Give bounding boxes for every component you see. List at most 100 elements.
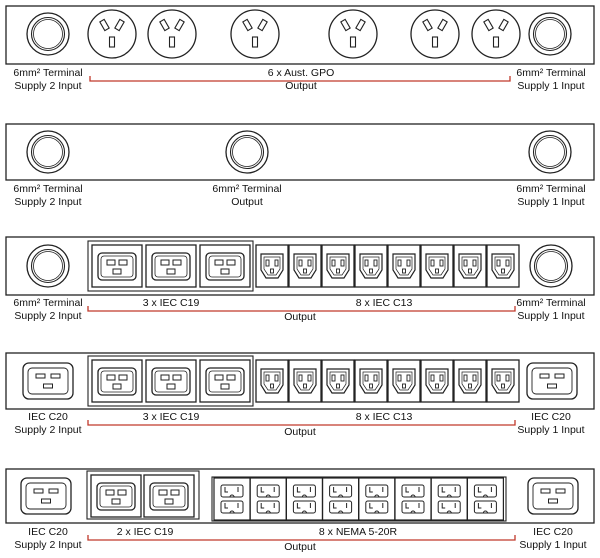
pdu-body <box>5 352 595 410</box>
c19-group-label: 2 x IEC C19 <box>116 526 174 538</box>
right-input-name: Supply 1 Input <box>517 310 585 322</box>
aust-gpo-socket-icon <box>410 9 460 59</box>
right-input-name: Supply 1 Input <box>517 196 585 208</box>
nema-5-20r-socket-icon <box>394 477 432 521</box>
iec-c13-socket-icon <box>321 359 355 403</box>
right-input-type: IEC C20 <box>531 411 571 423</box>
right-input-name: Supply 1 Input <box>517 424 585 436</box>
terminal-icon <box>26 12 70 56</box>
output-bracket <box>87 420 516 426</box>
right-input-label: IEC C20 Supply 1 Input <box>519 526 586 552</box>
pdu-body <box>5 468 595 524</box>
aust-gpo-socket-icon <box>471 9 521 59</box>
right-input-name: Supply 1 Input <box>517 80 585 92</box>
left-input-name: Supply 2 Input <box>14 196 82 208</box>
c19-group-label: 3 x IEC C19 <box>142 297 200 309</box>
right-input-label: 6mm² Terminal Supply 1 Input <box>516 297 585 323</box>
left-input-label: 6mm² Terminal Supply 2 Input <box>13 297 82 323</box>
nema-5-20r-socket-icon <box>358 477 396 521</box>
iec-c13-socket-icon <box>387 244 421 288</box>
output-label: Output <box>284 426 316 438</box>
terminal-icon <box>529 244 573 288</box>
c19-group-label: 3 x IEC C19 <box>142 411 200 423</box>
aust-gpo-socket-icon <box>328 9 378 59</box>
center-output-label: 6mm² Terminal Output <box>212 183 281 209</box>
output-bracket <box>87 535 516 541</box>
iec-c19-socket-icon <box>90 474 142 518</box>
right-input-type: 6mm² Terminal <box>516 297 586 309</box>
iec-c13-socket-icon <box>420 244 454 288</box>
iec-c13-socket-icon <box>387 359 421 403</box>
pdu-body <box>5 123 595 181</box>
iec-c19-socket-icon <box>199 244 251 288</box>
left-input-label: 6mm² Terminal Supply 2 Input <box>13 67 82 93</box>
right-input-name: Supply 1 Input <box>519 539 587 551</box>
output-label: Output <box>284 311 316 323</box>
c19-bank-frame <box>87 240 254 292</box>
iec-c20-inlet-icon <box>20 477 72 515</box>
left-input-label: 6mm² Terminal Supply 2 Input <box>13 183 82 209</box>
terminal-icon <box>528 130 572 174</box>
terminal-icon <box>528 12 572 56</box>
right-input-label: 6mm² Terminal Supply 1 Input <box>516 67 585 93</box>
c13-group-label: 8 x IEC C13 <box>355 297 413 309</box>
right-input-type: 6mm² Terminal <box>516 67 586 79</box>
nema-5-20r-socket-icon <box>249 477 287 521</box>
iec-c19-socket-icon <box>145 359 197 403</box>
left-input-label: IEC C20 Supply 2 Input <box>14 411 81 437</box>
output-bracket <box>89 76 511 82</box>
nema-5-20r-socket-icon <box>430 477 468 521</box>
iec-c13-socket-icon <box>486 359 520 403</box>
left-input-name: Supply 2 Input <box>14 539 82 551</box>
left-input-type: 6mm² Terminal <box>13 67 83 79</box>
aust-gpo-socket-icon <box>87 9 137 59</box>
iec-c13-socket-icon <box>354 244 388 288</box>
output-bracket <box>87 306 516 312</box>
iec-c13-socket-icon <box>453 244 487 288</box>
iec-c13-socket-icon <box>288 359 322 403</box>
left-input-name: Supply 2 Input <box>14 424 82 436</box>
left-input-name: Supply 2 Input <box>14 310 82 322</box>
output-group-label: 6 x Aust. GPO Output <box>268 67 335 93</box>
terminal-icon <box>26 244 70 288</box>
nema-5-20r-socket-icon <box>466 477 504 521</box>
iec-c13-socket-icon <box>255 359 289 403</box>
left-input-label: IEC C20 Supply 2 Input <box>14 526 81 552</box>
iec-c19-socket-icon <box>145 244 197 288</box>
left-input-type: 6mm² Terminal <box>13 183 83 195</box>
terminal-icon <box>225 130 269 174</box>
iec-c13-socket-icon <box>321 244 355 288</box>
iec-c13-socket-icon <box>420 359 454 403</box>
pdu-panel-c19-nema-c20 <box>5 468 595 524</box>
terminal-icon <box>26 130 70 174</box>
iec-c13-socket-icon <box>486 244 520 288</box>
left-input-type: IEC C20 <box>28 526 68 538</box>
right-input-label: IEC C20 Supply 1 Input <box>517 411 584 437</box>
pdu-body <box>5 5 595 65</box>
output-label: Output <box>231 196 263 208</box>
aust-gpo-socket-icon <box>147 9 197 59</box>
iec-c20-inlet-icon <box>526 362 578 400</box>
right-input-label: 6mm² Terminal Supply 1 Input <box>516 183 585 209</box>
iec-c13-socket-icon <box>255 244 289 288</box>
nema-group-label: 8 x NEMA 5-20R <box>318 526 398 538</box>
pdu-panel-terminal-output <box>5 123 595 181</box>
c19-bank-frame <box>86 470 200 520</box>
iec-c13-socket-icon <box>453 359 487 403</box>
output-type: 6mm² Terminal <box>212 183 282 195</box>
nema-5-20r-socket-icon <box>285 477 323 521</box>
c13-group-label: 8 x IEC C13 <box>355 411 413 423</box>
socket-group-label: 6 x Aust. GPO <box>267 67 335 79</box>
output-label: Output <box>284 541 316 553</box>
iec-c13-socket-icon <box>288 244 322 288</box>
iec-c19-socket-icon <box>91 244 143 288</box>
pdu-panel-c19-c13-c20 <box>5 352 595 410</box>
iec-c20-inlet-icon <box>22 362 74 400</box>
iec-c19-socket-icon <box>143 474 195 518</box>
iec-c19-socket-icon <box>91 359 143 403</box>
aust-gpo-socket-icon <box>230 9 280 59</box>
left-input-name: Supply 2 Input <box>14 80 82 92</box>
left-input-type: IEC C20 <box>28 411 68 423</box>
nema-bank-frame <box>211 476 507 522</box>
